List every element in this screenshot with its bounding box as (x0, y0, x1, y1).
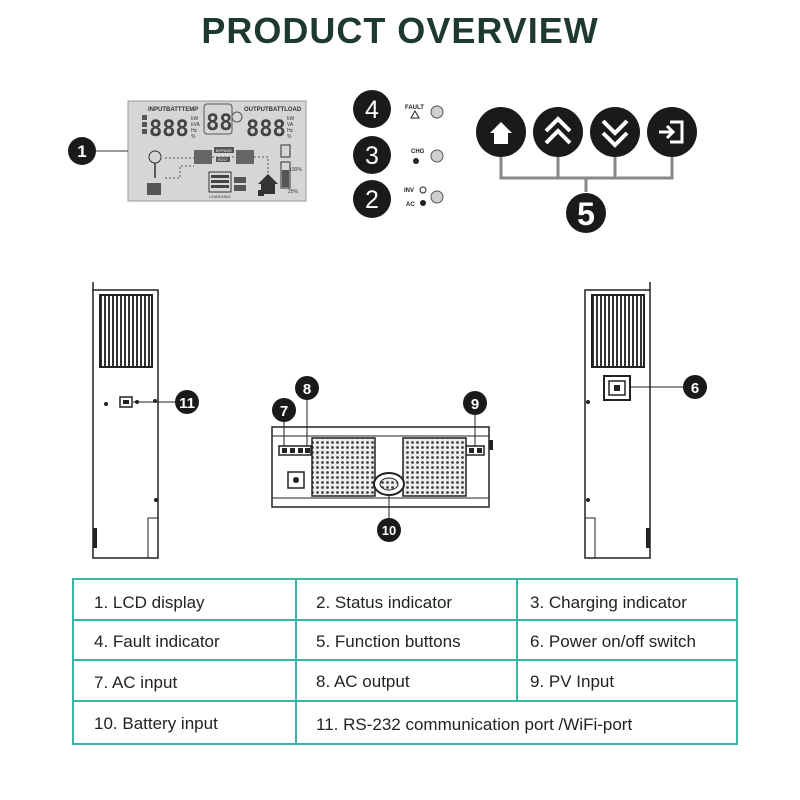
lcd-unit-right-1: VA (287, 122, 294, 128)
lcd-unit-left-0: kW (191, 116, 199, 122)
indicator-inv-label: INV (404, 188, 414, 194)
left-side-view (92, 282, 159, 559)
legend-item: 6. Power on/off switch (530, 632, 696, 651)
callout-6 (683, 375, 707, 399)
fan-right (402, 437, 467, 497)
callout-7 (272, 398, 296, 422)
callout-1-label: 1 (77, 142, 86, 161)
callout-11-label: 11 (179, 395, 195, 412)
ac-sun-icon (420, 200, 426, 206)
fault-led (430, 105, 444, 119)
indicator-charging-label: CHG (411, 149, 425, 155)
inverter-icon (194, 150, 212, 164)
battery-icon (208, 171, 232, 193)
legend-divider (295, 580, 297, 745)
up-button[interactable] (533, 107, 583, 157)
enter-icon (659, 120, 684, 144)
legend-divider (74, 619, 736, 621)
lcd-output-label: OUTPUTBATTLOAD (244, 107, 302, 113)
legend-table: 1. LCD display 2. Status indicator 3. Ch… (72, 578, 738, 745)
indicator-fault-label: FAULT (405, 105, 424, 111)
sun-icon (413, 158, 419, 164)
callout-10 (377, 518, 401, 542)
callout-6-label: 6 (691, 380, 699, 397)
lcd-center-digits: 88 (206, 111, 233, 136)
lcd-unit-right-3: % (287, 134, 292, 140)
function-buttons (476, 107, 697, 192)
grid-meter-icon (280, 144, 291, 158)
indicator-ac-label: AC (406, 202, 415, 208)
lcd-left-digits: 888 (149, 117, 189, 142)
indicator-charging-number: 3 (365, 142, 379, 170)
solar-panel-icon (147, 183, 161, 195)
status-led (430, 190, 444, 204)
charging-led (430, 149, 444, 163)
callout-8 (295, 376, 319, 400)
page-title: PRODUCT OVERVIEW (201, 10, 599, 51)
legend-item: 11. RS-232 communication port /WiFi-port (316, 715, 633, 734)
home-load-icon (258, 174, 278, 184)
indicator-fault-number: 4 (365, 96, 379, 124)
warning-icon (410, 109, 420, 119)
lcd-unit-left-2: Hz (191, 128, 198, 134)
home-button[interactable] (476, 107, 526, 157)
callout-8-label: 8 (303, 381, 311, 398)
lcd-display: INPUTBATTTEMP OUTPUTBATTLOAD 888 kW kVA … (127, 100, 307, 202)
lcd-input-label: INPUTBATTTEMP (148, 107, 198, 113)
legend-item: 2. Status indicator (316, 593, 453, 612)
legend-item: 4. Fault indicator (94, 632, 220, 651)
indicator-charging: 3 CHG (353, 136, 444, 174)
lcd-unit-left-1: kVA (191, 122, 200, 128)
lcd-bypass: BYPASS (216, 148, 232, 153)
legend-item: 5. Function buttons (316, 632, 461, 651)
lcd-unit-right-0: kW (287, 116, 295, 122)
callout-11 (175, 390, 199, 414)
indicator-status-number: 2 (365, 186, 379, 214)
legend-item: 7. AC input (94, 673, 178, 692)
callout-5 (566, 193, 606, 233)
lcd-eco: ECO (218, 157, 227, 162)
legend-item: 3. Charging indicator (530, 593, 687, 612)
legend-item: 10. Battery input (94, 714, 218, 733)
enter-button[interactable] (647, 107, 697, 157)
legend-item: 9. PV Input (530, 672, 615, 691)
legend-divider (516, 580, 518, 700)
indicator-status: 2 INV AC (353, 180, 444, 218)
lcd-charging: CHARGING (209, 194, 231, 199)
callout-1 (68, 137, 96, 165)
callout-9-label: 9 (471, 396, 479, 413)
right-side-view (584, 282, 651, 559)
callout-9 (463, 391, 487, 415)
indicator-fault: 4 FAULT (353, 90, 444, 128)
inv-sun-icon (419, 186, 427, 194)
legend-divider (74, 700, 736, 702)
chevron-down-icon (601, 119, 629, 148)
callout-10-label: 10 (382, 523, 396, 538)
legend-item: 1. LCD display (94, 593, 205, 612)
down-button[interactable] (590, 107, 640, 157)
chevron-up-icon (544, 116, 572, 145)
lcd-pct-low: 25% (288, 189, 299, 195)
callout-7-label: 7 (280, 403, 288, 420)
legend-item: 8. AC output (316, 672, 410, 691)
lcd-unit-right-2: Hz (287, 128, 294, 134)
lcd-pct-full: 100% (289, 167, 302, 173)
load-level-icon (280, 161, 291, 189)
lcd-right-digits: 888 (246, 117, 286, 142)
home-icon (490, 122, 512, 144)
output-icon (236, 150, 254, 164)
legend-divider (74, 659, 736, 661)
fan-left (311, 437, 376, 497)
callout-5-label: 5 (577, 196, 595, 232)
lcd-unit-left-3: % (191, 134, 196, 140)
wind-turbine-icon (148, 150, 162, 178)
bottom-view (271, 426, 493, 508)
